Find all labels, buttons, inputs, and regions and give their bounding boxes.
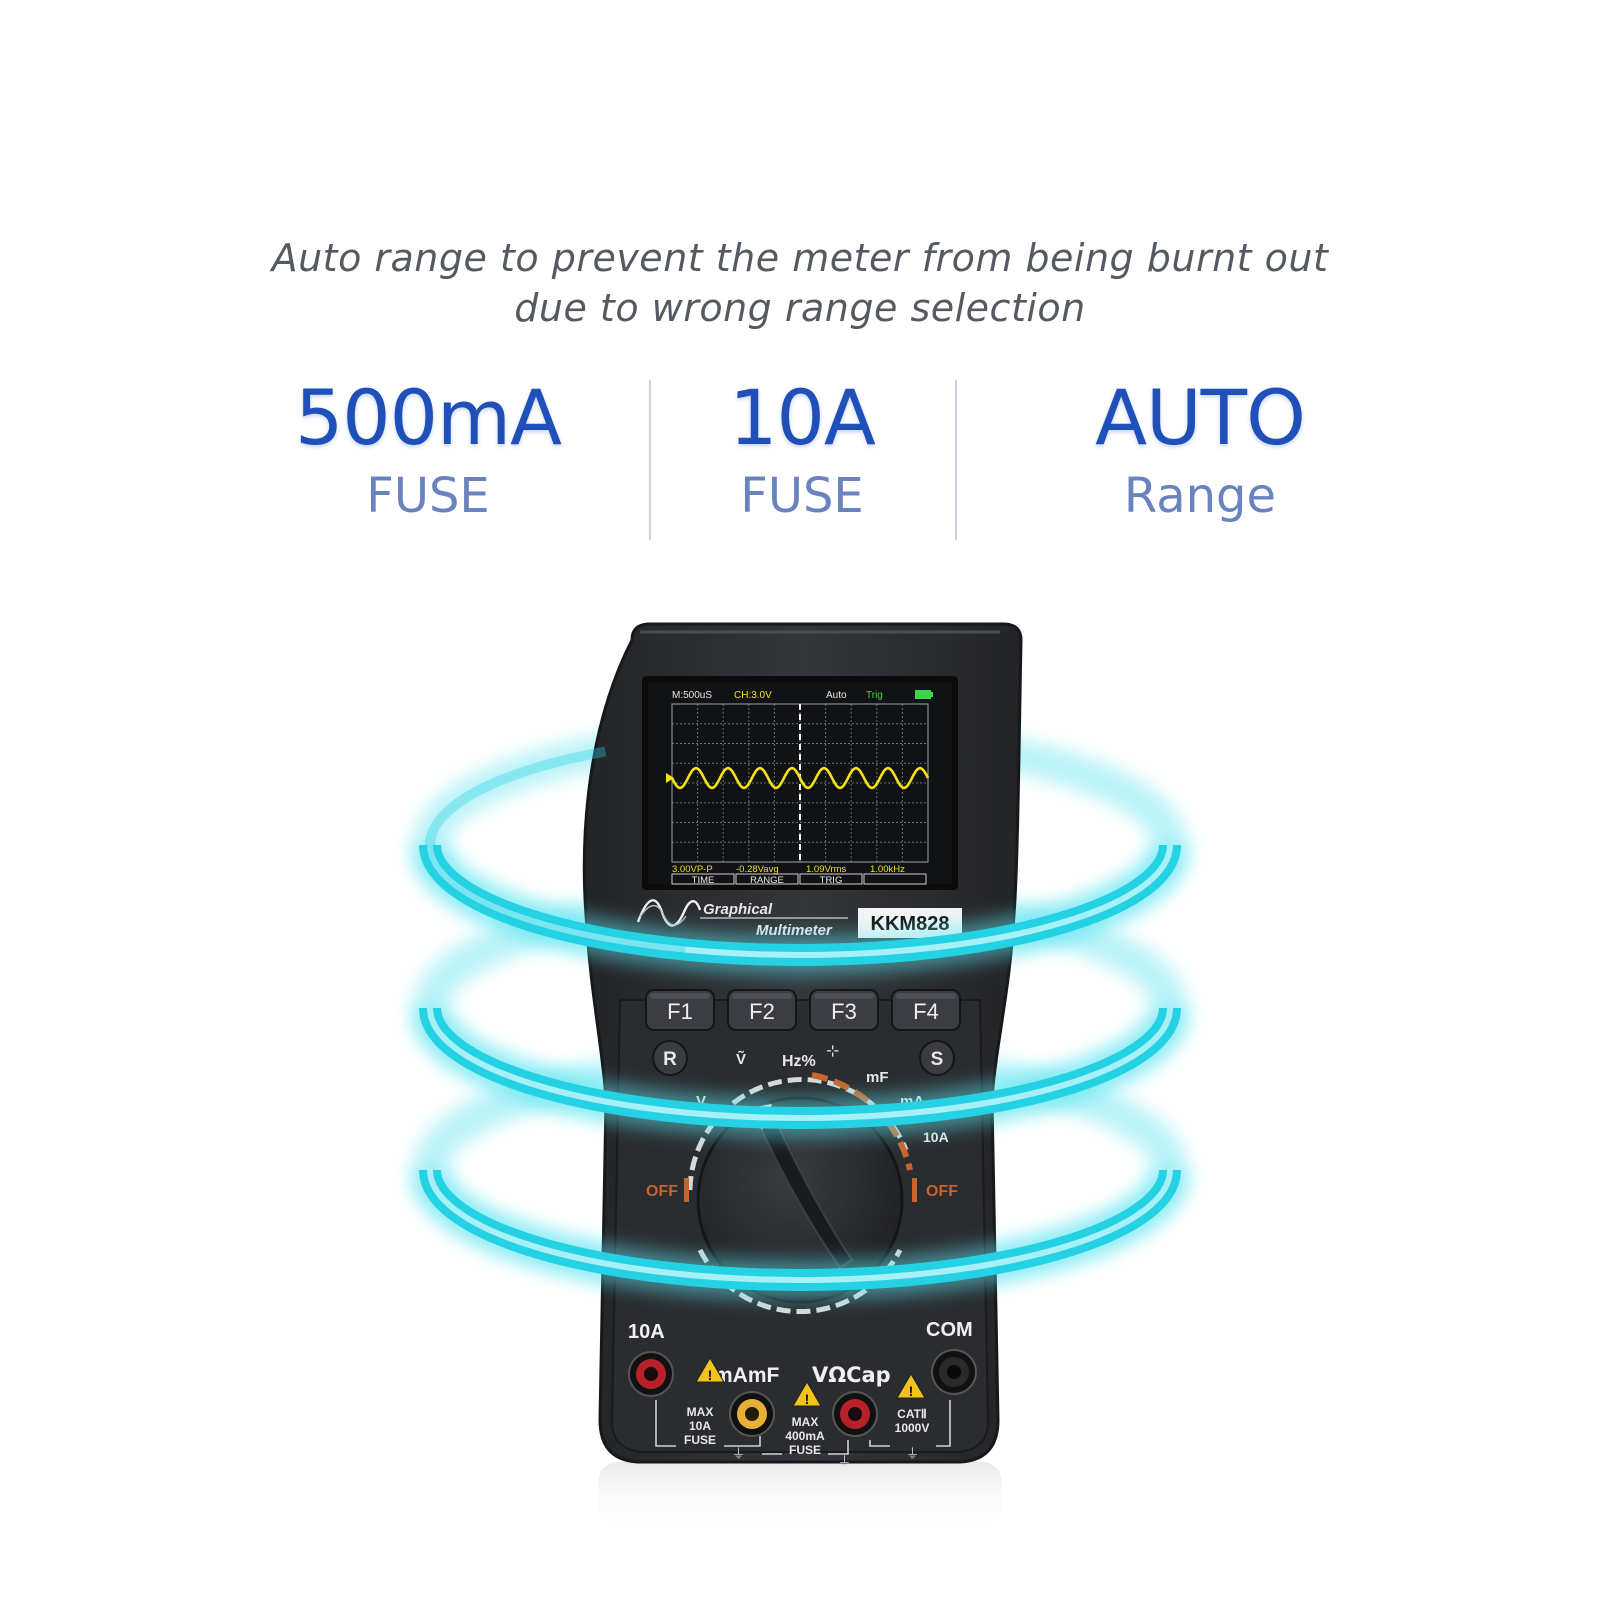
svg-text:!: ! — [708, 1367, 713, 1383]
jack-com[interactable] — [931, 1349, 977, 1395]
floor-reflection — [598, 1462, 1002, 1532]
lcd-screen: M:500uS CH:3.0V Auto Trig 3.00VP-P -0.28V… — [642, 676, 958, 890]
screen-readings: 3.00VP-P -0.28Vavg 1.09Vrms 1.00kHz — [672, 864, 905, 875]
function-key-label: F4 — [913, 999, 939, 1024]
screen-mode: Auto — [826, 690, 847, 701]
glow-rings-front — [410, 730, 1190, 1300]
spec-divider — [955, 380, 957, 540]
tagline-line-1: Auto range to prevent the meter from bei… — [271, 236, 1329, 280]
function-key-label: F3 — [831, 999, 857, 1024]
screen-trigger: Trig — [866, 690, 883, 701]
round-key-s-label: S — [931, 1049, 944, 1070]
brand-line-2: Multimeter — [756, 922, 833, 939]
input-jacks-panel: 10A COM mAmF VΩCap ! — [628, 1319, 977, 1470]
screen-softkey — [671, 873, 735, 885]
screen-softkey — [735, 873, 799, 885]
function-key-f1[interactable]: F1 — [645, 989, 715, 1031]
screen-softkey-label: TIME — [692, 875, 715, 886]
waveform-trace — [670, 766, 930, 790]
dial-label-off-right: OFF — [926, 1183, 958, 1200]
ground-icon: ⏚ — [906, 1447, 919, 1462]
waveform-logo-icon — [636, 899, 702, 927]
dial-label-hz: Hz% — [782, 1053, 816, 1070]
spec-label: FUSE — [366, 468, 490, 524]
function-key-label: F1 — [667, 999, 693, 1024]
screen-softkey-label: RANGE — [750, 875, 784, 886]
ac-voltage-icon: Ṽ — [736, 1050, 746, 1068]
screen-timebase: M:500uS — [672, 690, 712, 701]
spec-auto-range: AUTO Range — [1030, 373, 1370, 525]
screen-reading: 1.00kHz — [870, 864, 905, 875]
spec-10a-fuse: 10A FUSE — [632, 373, 972, 525]
spec-500ma-fuse: 500mA FUSE — [258, 373, 598, 525]
function-key-f4[interactable]: F4 — [891, 989, 961, 1031]
note-10a-line-1: MAX — [687, 1405, 714, 1419]
jack-vocap[interactable] — [832, 1391, 878, 1437]
spec-divider — [649, 380, 651, 540]
round-key-s[interactable]: S — [919, 1040, 955, 1076]
jack-mamf[interactable] — [729, 1391, 775, 1437]
spec-label: Range — [1123, 468, 1277, 524]
note-10a-line-2: 10A — [689, 1419, 711, 1433]
dial-label-10a: 10A — [923, 1129, 949, 1145]
rotary-dial: Hz% mF mA 10A Ṽ V̲ ⊹ OFF OFF — [646, 1041, 958, 1314]
function-key-row: F1 F2 F3 F4 — [645, 989, 961, 1031]
svg-text:!: ! — [805, 1391, 810, 1407]
spec-label: FUSE — [740, 468, 864, 524]
note-400ma-line-1: MAX — [792, 1415, 819, 1429]
function-key-label: F2 — [749, 999, 775, 1024]
round-key-r[interactable]: R — [652, 1040, 688, 1076]
screen-softkey — [799, 873, 863, 885]
screen-channel: CH:3.0V — [734, 690, 772, 701]
screen-softkey-label: TRIG — [820, 875, 843, 886]
screen-softkeys: TIME RANGE TRIG — [671, 873, 927, 886]
ground-icon: ⏚ — [732, 1447, 745, 1462]
note-cat-line-1: CATⅡ — [897, 1407, 927, 1421]
continuity-diode-icon: ⊹ — [826, 1041, 839, 1060]
dial-label-mf: mF — [866, 1069, 889, 1086]
round-key-r-label: R — [663, 1049, 677, 1070]
note-10a-line-3: FUSE — [684, 1433, 716, 1447]
dial-label-off-left: OFF — [646, 1183, 678, 1200]
screen-reading: 3.00VP-P — [672, 864, 713, 875]
svg-text:!: ! — [909, 1383, 914, 1399]
screen-softkey — [863, 873, 927, 885]
brand-line-1: Graphical — [703, 901, 773, 918]
jack-label-mamf: mAmF — [714, 1364, 780, 1387]
jack-label-10a: 10A — [628, 1321, 665, 1343]
channel-marker-icon — [666, 773, 674, 783]
ground-icon: ⏚ — [838, 1455, 851, 1470]
battery-icon — [915, 690, 931, 699]
jack-10a[interactable] — [628, 1351, 674, 1397]
note-cat-line-2: 1000V — [895, 1421, 930, 1435]
warning-icon: ! — [695, 1357, 725, 1383]
tagline-line-2: due to wrong range selection — [514, 286, 1086, 330]
function-key-f3[interactable]: F3 — [809, 989, 879, 1031]
spec-value: AUTO — [1095, 373, 1306, 462]
screen-reading: 1.09Vrms — [806, 864, 847, 875]
note-400ma-line-2: 400mA — [785, 1429, 825, 1443]
screen-reading: -0.28Vavg — [736, 864, 779, 875]
function-key-f2[interactable]: F2 — [727, 989, 797, 1031]
spec-value: 10A — [729, 373, 876, 462]
warning-icon: ! — [896, 1373, 926, 1399]
scope-grid — [672, 704, 928, 862]
spec-value: 500mA — [294, 373, 562, 462]
jack-label-com: COM — [926, 1319, 973, 1341]
jack-label-vocap: VΩCap — [812, 1363, 891, 1387]
warning-icon: ! — [792, 1381, 822, 1407]
note-400ma-line-3: FUSE — [789, 1443, 821, 1457]
